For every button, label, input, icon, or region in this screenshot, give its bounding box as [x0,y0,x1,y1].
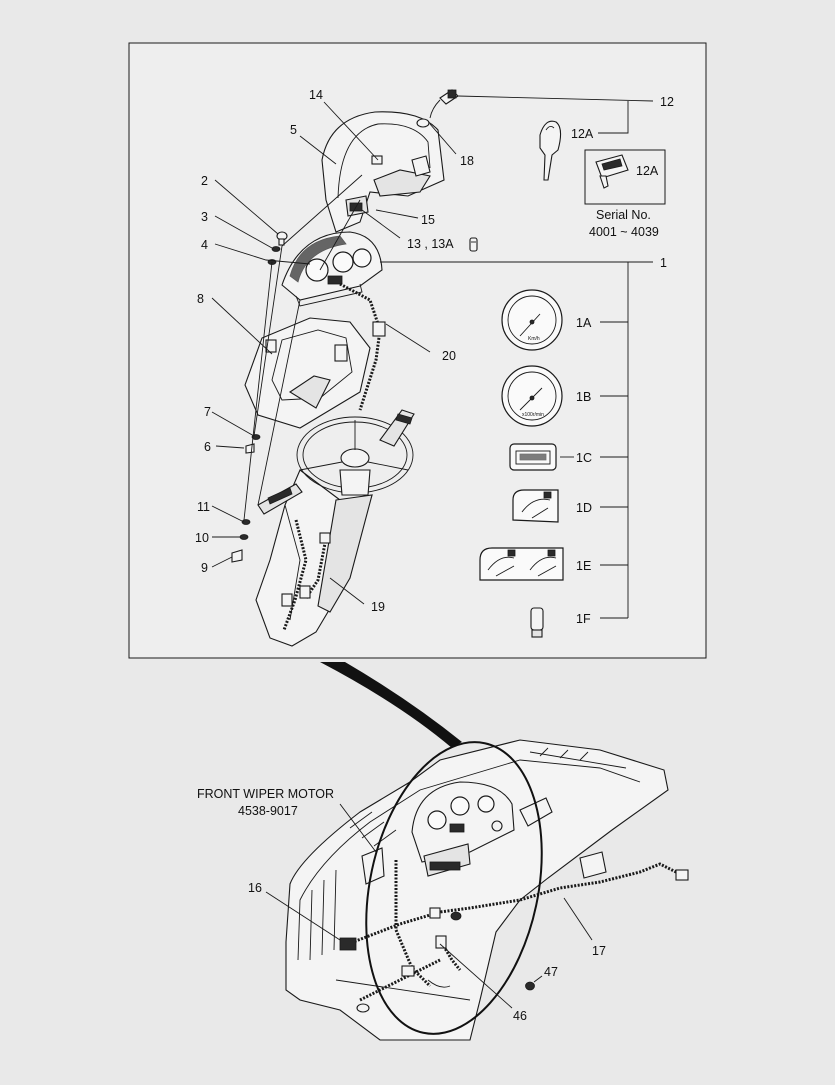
callout-1F: 1F [576,612,591,626]
ignition-key-alt [595,154,629,189]
detail-highlight-ellipse [365,741,543,1035]
key-switch [416,89,459,128]
callout-16: 16 [248,881,262,895]
cluster-harness [339,282,386,411]
callout-11: 11 [197,500,210,514]
callout-18: 18 [460,154,474,168]
leader-lines-upper [211,95,654,619]
callout-3: 3 [201,210,208,224]
callout-1E: 1E [576,559,591,573]
callout-1C: 1C [576,451,592,465]
callout-17: 17 [592,944,606,958]
callout-19: 19 [371,600,385,614]
serial-label: Serial No. [596,208,651,222]
gauge-unit-rpm: x100r/min [522,412,544,418]
callout-2: 2 [201,174,208,188]
callout-12A-key: 12A [571,127,594,141]
callout-12A-box: 12A [636,164,659,178]
callout-14: 14 [309,88,323,102]
bulb-1F [530,607,544,638]
callout-1: 1 [660,256,667,270]
main-harness [339,851,689,1013]
lower-instrument-cluster [411,781,553,877]
callout-7: 7 [204,405,211,419]
key-detail-box [584,149,666,205]
column-switch [257,409,415,515]
fuel-gauge [512,489,559,523]
callout-1A: 1A [576,316,592,330]
callout-20: 20 [442,349,456,363]
hourmeter-gauge [509,443,557,471]
under-cover [244,317,371,429]
gauge-unit-speed: Km/h [528,336,540,342]
lower-fasteners [231,519,251,563]
detail-pointer-wedge [320,662,462,748]
leader-lines-lower [265,803,593,1009]
wiper-motor-part-number: 4538-9017 [238,804,298,818]
callout-4: 4 [201,238,208,252]
callout-6: 6 [204,440,211,454]
callout-15: 15 [421,213,435,227]
serial-range: 4001 ~ 4039 [589,225,659,239]
dual-gauge [479,547,564,581]
tachometer-gauge: x100r/min [501,365,563,427]
upper-fasteners [267,231,288,265]
callout-9: 9 [201,561,208,575]
callout-47: 47 [544,965,558,979]
callout-1D: 1D [576,501,592,515]
callout-46: 46 [513,1009,527,1023]
callout-12: 12 [660,95,674,109]
cab-dashboard [285,739,669,1041]
steering-wheel [296,416,414,496]
speedometer-gauge: Km/h [501,289,563,351]
ignition-key [539,120,562,181]
bulb-13A [469,237,478,252]
callout-10: 10 [195,531,209,545]
callout-1B: 1B [576,390,591,404]
steering-column [255,469,373,647]
callout-5: 5 [290,123,297,137]
callout-8: 8 [197,292,204,306]
instrument-cluster [281,231,383,307]
fastener-47 [525,981,535,991]
callout-13-13A: 13 , 13A [407,237,454,251]
wiper-motor-label: FRONT WIPER MOTOR [197,787,334,801]
